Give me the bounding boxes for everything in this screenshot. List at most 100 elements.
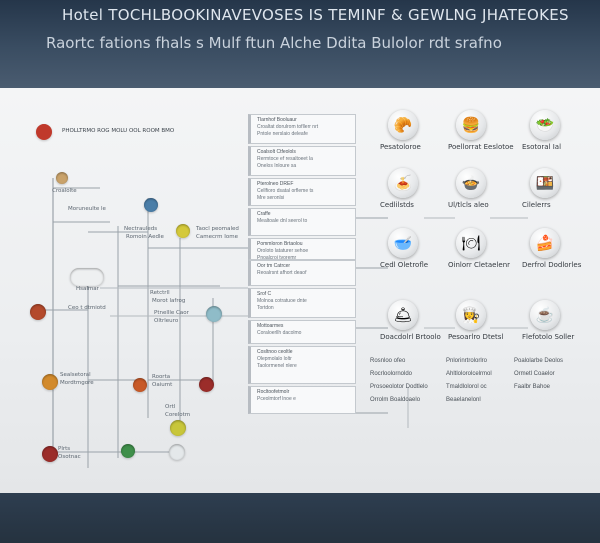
- node-n10-label: Plrts: [58, 446, 71, 452]
- legend-item: Orrolm Boaldoaelo: [370, 397, 421, 403]
- start-node[interactable]: [36, 124, 52, 140]
- node-n3-sub: Camecrm Iome: [196, 234, 238, 240]
- card-title: Srof C: [257, 291, 272, 297]
- node-n6[interactable]: [206, 306, 222, 322]
- card-title: Rocltoofetmolr: [257, 389, 290, 395]
- icon-label: Oinlorr Cletaelenr: [448, 261, 511, 269]
- card-line: Tortdon: [257, 305, 274, 311]
- node-n2-sub: Romoin Aedle: [126, 234, 164, 240]
- card-line: Rermtoce ef resaltoeet la: [257, 156, 313, 162]
- card-title: Oor tm Catrcer: [257, 263, 291, 269]
- card-line: Oroloto lataturer sehoe: [257, 248, 309, 254]
- card-title: Pterolneo DREF: [257, 181, 294, 187]
- cake-icon[interactable]: 🥐: [388, 110, 418, 140]
- legend-item: Ahltlolorolcelrmol: [446, 371, 492, 377]
- legend-item: Beaelanelonl: [446, 397, 481, 403]
- food-tray-icon[interactable]: 🍱: [530, 168, 560, 198]
- card-line: Coraloerllh dacolmo: [257, 330, 302, 336]
- node-n5-label: Retctrll: [150, 290, 170, 296]
- card-line: Taolormenel nlere: [257, 363, 297, 369]
- legend-item: Rocrloolornoldo: [370, 371, 413, 377]
- tray-icon[interactable]: 🍽: [456, 228, 486, 258]
- card-title: Coalsolt Ctfeolols: [257, 149, 296, 155]
- node-n6-label: Ptnellle Caor: [154, 310, 189, 316]
- plate-icon[interactable]: 🍝: [388, 168, 418, 198]
- node-end-left[interactable]: [42, 446, 58, 462]
- node-n7[interactable]: [42, 374, 58, 390]
- node-n2[interactable]: [144, 198, 158, 212]
- burger-icon[interactable]: 🍔: [456, 110, 486, 140]
- node-n12[interactable]: [169, 444, 185, 460]
- soup-icon[interactable]: 🍲: [456, 168, 486, 198]
- node-n1-sub: Moruneulte le: [68, 206, 106, 212]
- card-line: Pnoalcroi tvoremr: [257, 255, 297, 261]
- card-line: Olepmolalo loltr: [257, 356, 292, 362]
- card-line: Croaltat dorulrom tofllerr nrt: [257, 124, 319, 130]
- header-banner: Hotel TOCHLBOOKINAVEVOSES IS TEMINF & GE…: [0, 0, 600, 88]
- icon-label: Cedl Oletrofle: [380, 261, 429, 269]
- node-n9-sub: Corelotm: [165, 412, 191, 418]
- card-line: Pntole nerslaio deleafe: [257, 131, 308, 137]
- card-title: Pommloron Brtaolou: [257, 241, 303, 247]
- card-title: Craffe: [257, 211, 271, 217]
- salad-icon[interactable]: 🥗: [530, 110, 560, 140]
- node-n5-sub: Morot lafrog: [152, 298, 186, 304]
- start-label: PHOLLTRMO ROG MOLU OOL ROOM BMO: [62, 128, 175, 134]
- icon-label: Esotoral Ial: [522, 143, 562, 151]
- start-node-fill: [36, 124, 52, 140]
- node-n9-label: Ortl: [165, 404, 176, 410]
- card-line: Cellfioro dsatal orfleme ts: [257, 188, 314, 194]
- legend-item: Prosoeolotor Dodtlelo: [370, 384, 428, 390]
- legend-item: Rosnloo ofeo: [370, 358, 406, 364]
- icon-label: Flefotolo Soller: [522, 333, 575, 341]
- node-n3[interactable]: [176, 224, 190, 238]
- node-n4[interactable]: [70, 268, 104, 286]
- mug-icon[interactable]: ☕: [530, 300, 560, 330]
- node-n4-sub: Ceo t dtmiotd: [68, 305, 106, 311]
- node-n10[interactable]: [199, 377, 214, 392]
- card-line: Reoalrsnt afhort deaof: [257, 270, 307, 276]
- node-n9[interactable]: [170, 420, 186, 436]
- icon-label: Doacdolrl Brtoolo: [380, 333, 441, 341]
- node-n2-label: Nectrauleds: [124, 226, 158, 232]
- card-line: Mealtoale dnl seerol to: [257, 218, 308, 224]
- node-n7-label: Sealsetoral: [60, 372, 91, 378]
- node-n8-sub: Oaiumt: [152, 382, 173, 388]
- dessert-icon[interactable]: 🍰: [530, 228, 560, 258]
- diagram-panel: PHOLLTRMO ROG MOLU OOL ROOM BMO Croalolt…: [0, 88, 600, 493]
- legend-item: Ormetl Coaelor: [514, 371, 555, 377]
- node-n8[interactable]: [133, 378, 147, 392]
- legend-item: Tmaldlolorol oc: [446, 384, 487, 390]
- chef-icon[interactable]: 👩‍🍳: [456, 300, 486, 330]
- node-n7-sub: Mordtmgore: [60, 380, 94, 386]
- node-n1[interactable]: [56, 172, 68, 184]
- node-n6-sub: Oltrleuro: [154, 318, 179, 324]
- icon-label: Derfrol Dodlorles: [522, 261, 582, 269]
- footer-bar: [0, 493, 600, 543]
- bowl-icon[interactable]: 🥣: [388, 228, 418, 258]
- card-title: Tlarnhof Booluaur: [257, 117, 297, 123]
- card-title: Mottoarmes: [257, 323, 284, 329]
- legend-item: Poalolarbe Deolos: [514, 358, 564, 364]
- bellhop-icon[interactable]: 🛎: [388, 300, 418, 330]
- page-title: Hotel TOCHLBOOKINAVEVOSES IS TEMINF & GE…: [62, 6, 569, 24]
- page-subtitle: Raortc fations fhals s Mulf ftun Alche D…: [46, 34, 502, 52]
- node-n4-label: Hsalmar: [76, 286, 99, 292]
- icon-label: Cedlilstds: [380, 201, 414, 209]
- node-n5[interactable]: [30, 304, 46, 320]
- node-n1-label: Croalolte: [52, 188, 77, 194]
- icon-label: Ul/tlcls aleo: [448, 201, 489, 209]
- node-n11[interactable]: [121, 444, 135, 458]
- card-line: Pceolmtorf lnoe e: [257, 396, 296, 402]
- node-n3-label: Taocl peomaled: [196, 226, 239, 232]
